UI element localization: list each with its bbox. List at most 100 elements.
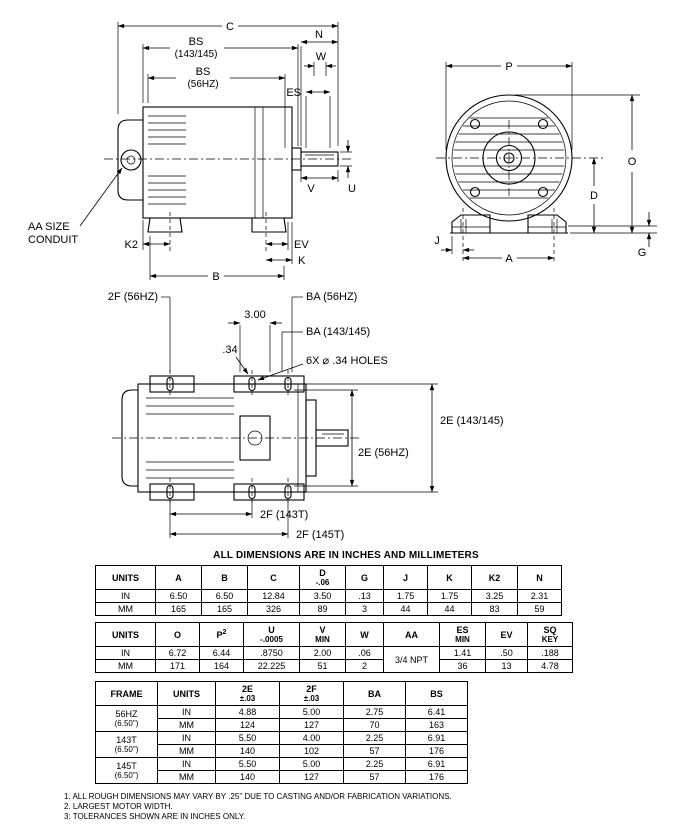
cell: .188: [527, 646, 573, 660]
table-row-143t-in: 143T(6.50") IN 5.50 4.00 2.25 6.91: [95, 731, 468, 758]
bolt-hole: [537, 118, 549, 130]
cell: MM: [95, 602, 156, 616]
cell: 36: [439, 659, 486, 673]
cell: 83: [471, 602, 518, 616]
general-dimensions-table: UNITS A B C D-.06 G J K K2 N IN 6.50 6.5…: [95, 565, 562, 616]
header-ev: EV: [485, 622, 528, 647]
rear-foot: [251, 217, 287, 233]
header-c: C: [247, 565, 300, 590]
cell: IN: [157, 757, 216, 771]
cell: 140: [215, 744, 280, 758]
tables-title: ALL DIMENSIONS ARE IN INCHES AND MILLIME…: [213, 550, 479, 561]
dim-label-b: B: [212, 271, 219, 283]
cell: 102: [279, 744, 344, 758]
fan-cover-bottom: [121, 389, 138, 487]
header-n: N: [517, 565, 562, 590]
cell: .50: [485, 646, 528, 660]
header-k: K: [427, 565, 472, 590]
cell: MM: [157, 718, 216, 732]
body-fins: [148, 107, 264, 218]
cell: 22.225: [243, 659, 300, 673]
cell: 13: [485, 659, 528, 673]
dim-label-3-00: 3.00: [244, 309, 265, 321]
cell-aa-value: 3/4 NPT: [383, 646, 440, 673]
cell: 44: [427, 602, 472, 616]
dim-label-p: P: [505, 61, 512, 73]
header-bs: BS: [405, 681, 468, 706]
cell: IN: [95, 589, 156, 603]
cell: 176: [405, 770, 468, 784]
header-aa: AA: [383, 622, 440, 647]
left-foot: [451, 214, 491, 234]
cell: 59: [517, 602, 562, 616]
cell: 2.25: [343, 731, 406, 745]
cell: 5.50: [215, 731, 280, 745]
dim-label-a: A: [505, 253, 513, 265]
cell: 127: [279, 718, 344, 732]
frame-cell-143t: 143T(6.50"): [95, 731, 158, 758]
table-row-in: IN 6.50 6.50 12.84 3.50 .13 1.75 1.75 3.…: [95, 589, 562, 603]
cell: 57: [343, 770, 406, 784]
cell: 326: [247, 602, 300, 616]
cell: MM: [157, 770, 216, 784]
cell: 6.50: [155, 589, 202, 603]
side-view-dimensions: C BS (143/145) BS (56HZ) N W ES V: [28, 21, 356, 283]
header-w: W: [345, 622, 384, 647]
cell: 51: [299, 659, 346, 673]
dim-label-n: N: [315, 29, 323, 41]
dim-label-g: G: [638, 247, 647, 259]
dim-label-d: D: [590, 190, 598, 202]
cell: MM: [95, 659, 156, 673]
cell: 57: [343, 744, 406, 758]
holes-note-label: 6X ⌀ .34 HOLES: [306, 355, 388, 367]
dim-label-ba-143-145: BA (143/145): [306, 326, 370, 338]
dim-label-bs-56: BS: [196, 66, 211, 78]
header-b: B: [201, 565, 248, 590]
table-header-row: UNITS A B C D-.06 G J K K2 N: [95, 565, 562, 590]
cell: .8750: [243, 646, 300, 660]
header-g: G: [345, 565, 384, 590]
header-p: P2: [199, 622, 244, 647]
dim-label-2f-56hz: 2F (56HZ): [108, 291, 158, 303]
cell: 6.72: [155, 646, 200, 660]
frame-cell-145t: 145T(6.50"): [95, 757, 158, 784]
cell: 140: [215, 770, 280, 784]
header-units: UNITS: [157, 681, 216, 706]
cell: 124: [215, 718, 280, 732]
cell: IN: [157, 705, 216, 719]
cell: 6.91: [405, 757, 468, 771]
cell: 3.25: [471, 589, 518, 603]
dim-label-ev: EV: [294, 239, 309, 251]
cell: 5.50: [215, 757, 280, 771]
bottom-view: [112, 370, 362, 506]
bolt-hole: [537, 186, 549, 198]
cell: 89: [299, 602, 346, 616]
dim-label-bs-143: BS: [189, 36, 204, 48]
header-ba: BA: [343, 681, 406, 706]
dim-label-slot-width: .34: [222, 344, 237, 356]
frame-cell-56hz: 56HZ(6.50"): [95, 705, 158, 732]
cell: 163: [405, 718, 468, 732]
table-row-56hz-in: 56HZ(6.50") IN 4.88 5.00 2.75 6.41: [95, 705, 468, 732]
aa-conduit-label-line2: CONDUIT: [28, 234, 78, 246]
cell: 12.84: [247, 589, 300, 603]
cell: 5.00: [279, 705, 344, 719]
cell: 2.31: [517, 589, 562, 603]
dim-label-2f-145t: 2F (145T): [296, 529, 344, 541]
cell: 4.88: [215, 705, 280, 719]
header-2e: 2E±.03: [215, 681, 280, 706]
cell: 3: [345, 602, 384, 616]
dim-label-o: O: [628, 156, 637, 168]
dim-label-c: C: [226, 21, 234, 33]
table-row-145t-in: 145T(6.50") IN 5.50 5.00 2.25 6.91: [95, 757, 468, 784]
fan-cover: [117, 119, 143, 201]
note-2: 2. LARGEST MOTOR WIDTH.: [64, 802, 173, 811]
header-frame: FRAME: [95, 681, 158, 706]
table-row-145t-mm: MM 140 127 57 176: [96, 770, 468, 784]
cell: 2.75: [343, 705, 406, 719]
dim-label-v: V: [307, 183, 315, 195]
dim-label-k2: K2: [125, 239, 138, 251]
cell: 1.75: [427, 589, 472, 603]
